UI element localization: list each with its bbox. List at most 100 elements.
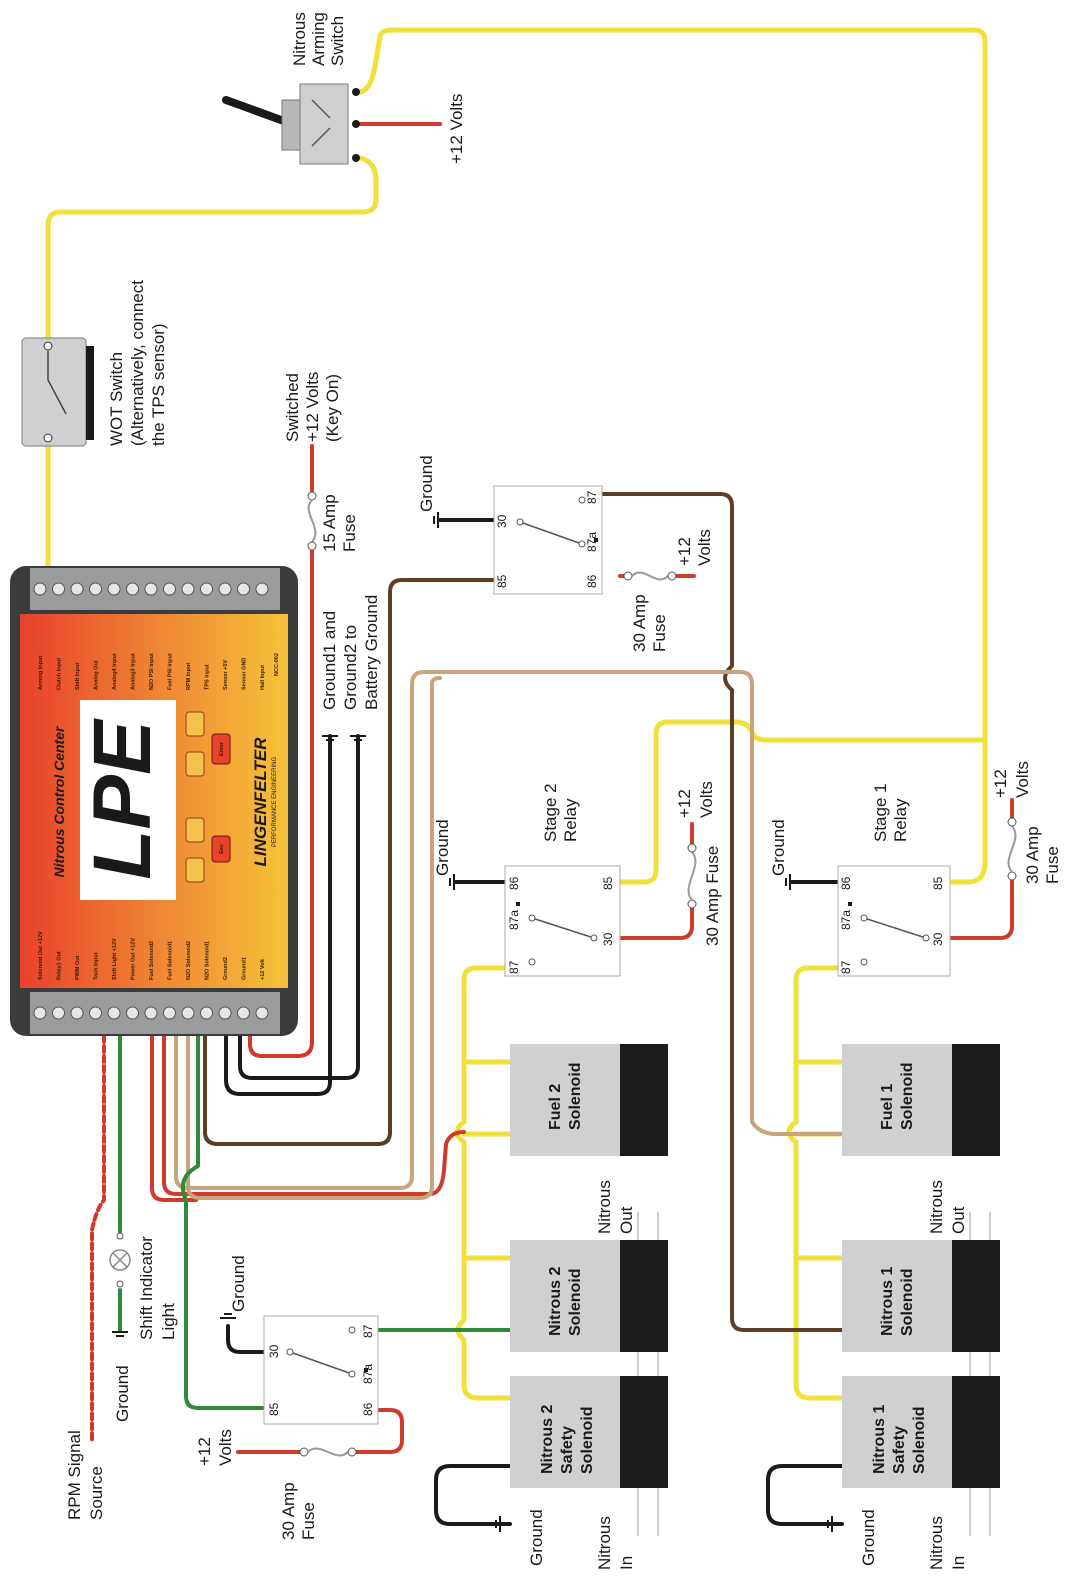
label-stage2-12v: +12 Volts xyxy=(675,781,716,818)
ground-symbol xyxy=(495,1516,833,1532)
wire-stage1-87 xyxy=(786,965,845,1401)
controller-pin-label-top: Fuel PSI Input xyxy=(168,653,174,690)
controller-pin-label-bottom: Fuel Solenoid1 xyxy=(168,941,174,980)
solenoid-safety1 xyxy=(842,1376,1000,1488)
safety-pin-87a: 87a xyxy=(361,1364,375,1384)
label-nitrous-out-2: Nitrous Out xyxy=(595,1175,636,1234)
label-fuse-30a-safety: 30 Amp Fuse xyxy=(279,1478,318,1540)
controller-pin-label-bottom: Tach Input xyxy=(94,952,100,980)
wire-safety1-ground-loop xyxy=(766,1464,844,1526)
stage1-relay[interactable] xyxy=(837,865,951,977)
label-nitrous-in-2: Nitrous In xyxy=(595,1511,636,1570)
terminal xyxy=(352,154,360,162)
enter-button[interactable] xyxy=(211,733,231,765)
nitrous-arming-switch[interactable] xyxy=(222,83,360,165)
wire-fuel2-taps xyxy=(461,1059,513,1261)
terminal-screws-bottom xyxy=(33,1006,269,1020)
label-switched-12v: Switched +12 Volts (Key On) xyxy=(283,367,342,442)
ground-symbol xyxy=(449,874,455,890)
label-rpm-signal: RPM Signal Source xyxy=(65,1426,106,1521)
safety-pin-85: 85 xyxy=(267,1402,281,1416)
fuse-15a xyxy=(307,491,317,551)
relay-pin-86: 86 xyxy=(585,574,599,588)
wire-controller-red2 xyxy=(162,1014,466,1196)
label-fuse-30a-stage1: 30 Amp Fuse xyxy=(1023,822,1062,884)
brand-name: LINGENFELTER xyxy=(251,737,270,867)
label-nitrous-out-1: Nitrous Out xyxy=(927,1175,968,1234)
wire-stage2-87 xyxy=(454,965,513,1401)
controller-pin-label-top: Analog3 Input xyxy=(131,653,137,690)
label-stage2-relay: Stage 2 Relay xyxy=(541,779,580,842)
controller-pin-label-top: Clutch Input xyxy=(57,658,63,690)
terminal-screw xyxy=(70,1006,84,1020)
terminal-screw xyxy=(163,582,176,596)
terminal-screw xyxy=(255,1006,269,1020)
led-button[interactable] xyxy=(185,817,205,843)
terminal-screw xyxy=(237,582,250,596)
terminal-screw xyxy=(126,582,139,596)
wire-safety-ground xyxy=(226,1324,266,1354)
relay-pin-87: 87 xyxy=(585,490,599,504)
relay-main[interactable] xyxy=(493,485,603,595)
wire-safety-relay-86 xyxy=(236,1408,404,1454)
wire-ground2 xyxy=(238,734,360,1080)
terminal-screw xyxy=(163,1006,176,1020)
terminal-screw xyxy=(33,1006,47,1020)
wot-switch-plunger xyxy=(86,346,94,440)
fuse-30a-stage1 xyxy=(1007,817,1017,881)
ground-symbol xyxy=(220,1313,236,1319)
enter-button-label: Enter xyxy=(219,741,225,756)
label-ground-safety-relay: Ground xyxy=(229,1255,248,1312)
relay-pin-87a: 87a xyxy=(585,532,599,552)
stage2-relay[interactable] xyxy=(504,865,621,977)
wire-brown-87 xyxy=(600,492,844,1332)
led-button[interactable] xyxy=(185,857,205,883)
led-button[interactable] xyxy=(185,751,205,777)
stage2-pin-30: 30 xyxy=(601,932,615,946)
controller-pin-label-bottom: Solenoid Out +12V xyxy=(38,931,44,980)
esc-button[interactable] xyxy=(211,835,231,863)
wire-ground1 xyxy=(224,734,332,1096)
safety-pin-86: 86 xyxy=(361,1402,375,1416)
wire-stage1-30 xyxy=(948,798,1014,940)
esc-button-label: Esc xyxy=(219,844,225,854)
terminal-screw xyxy=(255,582,269,596)
label-arming-12v: +12 Volts xyxy=(447,94,466,164)
led-button[interactable] xyxy=(185,711,205,737)
controller-pin-label-bottom: Power Out +12V xyxy=(131,938,137,980)
terminal-screw xyxy=(52,582,65,596)
label-fuse-30a-relay: 30 Amp Fuse xyxy=(630,590,669,652)
label-ground-stage1: Ground xyxy=(769,819,788,876)
label-ground-safety2: Ground xyxy=(527,1509,546,1566)
relay-pin-85: 85 xyxy=(495,574,509,588)
wire-switched-12v xyxy=(248,444,314,1058)
label-ground-safety1: Ground xyxy=(859,1509,878,1566)
safety-relay[interactable] xyxy=(263,1315,379,1425)
wire-solenoid-to-stage2 xyxy=(617,719,988,885)
terminal xyxy=(352,88,360,96)
controller-pin-label-bottom: Ground1 xyxy=(242,957,248,980)
controller-pin-label-top: N2O PSI Input xyxy=(149,653,155,690)
controller-pin-label-top: RPM Input xyxy=(186,663,192,690)
controller-pin-label-bottom: +12 Volt xyxy=(260,959,266,980)
controller-pin-label-bottom: Ground2 xyxy=(223,957,229,980)
solenoid-nitrous1 xyxy=(842,1240,1000,1352)
controller-pin-label-bottom: PWM Out xyxy=(75,955,81,980)
terminal-screw xyxy=(126,1006,139,1020)
label-shift-light: Shift Indicator Light xyxy=(137,1231,178,1340)
stage1-pin-87a: 87a xyxy=(839,910,853,930)
shift-indicator-light xyxy=(109,1232,131,1288)
wire-rpm xyxy=(90,1014,106,1442)
terminal-screw xyxy=(107,582,121,596)
stage1-pin-87: 87 xyxy=(839,960,853,974)
wot-switch[interactable] xyxy=(21,337,94,447)
wire-tan-2 xyxy=(186,676,442,1200)
nitrous-control-center[interactable]: LPE Nitrous Control Center Enter Esc LIN… xyxy=(10,566,298,1036)
safety-pin-87: 87 xyxy=(361,1324,375,1338)
relay-body xyxy=(837,865,951,977)
controller-pin-label-top: TPS Input xyxy=(205,664,211,690)
terminal-screw xyxy=(107,1006,121,1020)
terminal-screw xyxy=(89,582,102,596)
label-nitrous-in-1: Nitrous In xyxy=(927,1511,968,1570)
terminal-screw xyxy=(52,1006,65,1020)
